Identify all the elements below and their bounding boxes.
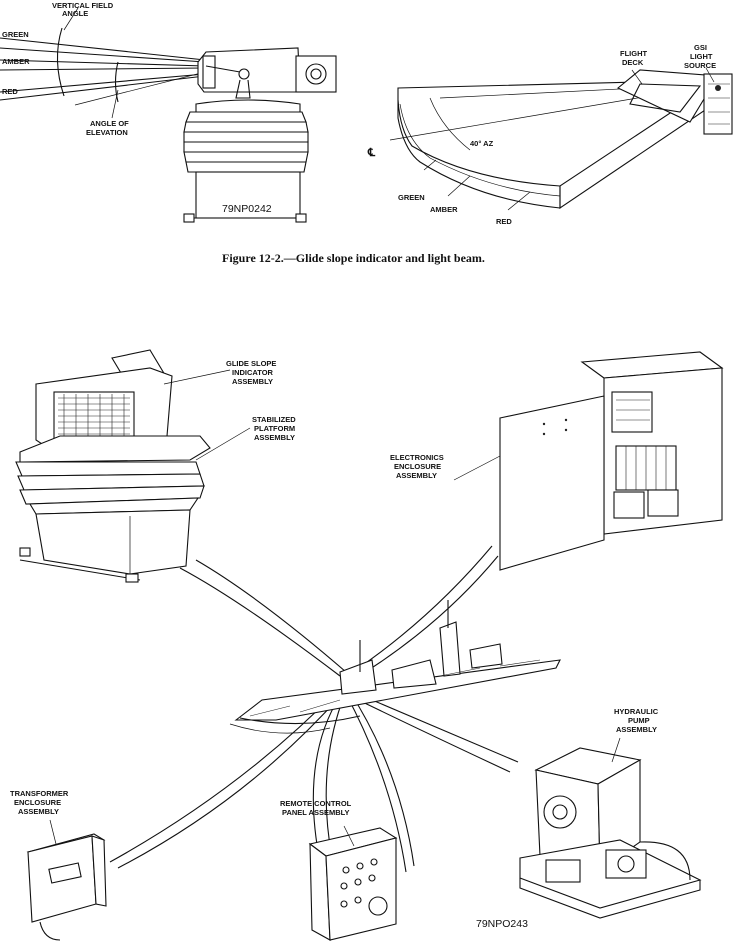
electronics-enclosure-icon	[453, 351, 724, 571]
gsi-beam-diagram: VERTICAL FIELD ANGLE GREEN AMBER RED ANG…	[0, 1, 337, 223]
label-vertical-field-angle-1: VERTICAL FIELD	[52, 1, 114, 10]
label-angle-of-elevation-2: ELEVATION	[86, 128, 128, 137]
label-platform-3: ASSEMBLY	[254, 433, 295, 442]
remote-control-panel-icon	[308, 825, 398, 941]
label-green-lower: GREEN	[398, 193, 425, 202]
label-electronics-1: ELECTRONICS	[390, 453, 444, 462]
code-79npo243: 79NPO243	[476, 918, 528, 930]
label-electronics-3: ASSEMBLY	[396, 471, 437, 480]
code-79np0242: 79NP0242	[222, 203, 272, 215]
label-green: GREEN	[2, 30, 29, 39]
label-hydraulic-2: PUMP	[628, 716, 650, 725]
swoosh-callouts	[109, 545, 519, 873]
label-amber-lower: AMBER	[430, 205, 458, 214]
label-gsi-assembly-3: ASSEMBLY	[232, 377, 273, 386]
flight-deck-icon	[616, 69, 733, 135]
transformer-enclosure-icon	[26, 819, 107, 941]
label-centerline: ℄	[367, 147, 376, 159]
label-gsi-1: GSI	[694, 43, 707, 52]
label-hydraulic-3: ASSEMBLY	[616, 725, 657, 734]
label-red-lower: RED	[496, 217, 512, 226]
deck-sector-diagram: FLIGHT DECK GSI LIGHT SOURCE 40° AZ ℄ GR…	[367, 43, 733, 226]
label-platform-1: STABILIZED	[252, 415, 296, 424]
label-flight-deck-2: DECK	[622, 58, 644, 67]
label-angle-of-elevation-1: ANGLE OF	[90, 119, 129, 128]
label-electronics-2: ENCLOSURE	[394, 462, 441, 471]
label-remote-1: REMOTE CONTROL	[280, 799, 352, 808]
gsi-assembly-icon	[15, 349, 251, 583]
hydraulic-pump-icon	[519, 737, 702, 919]
label-remote-2: PANEL ASSEMBLY	[282, 808, 350, 817]
label-gsi-assembly-1: GLIDE SLOPE	[226, 359, 276, 368]
ship-icon	[229, 600, 561, 734]
label-platform-2: PLATFORM	[254, 424, 295, 433]
label-transformer-3: ASSEMBLY	[18, 807, 59, 816]
figure-caption: Figure 12-2.—Glide slope indicator and l…	[222, 251, 485, 265]
label-40-az: 40° AZ	[470, 139, 494, 148]
label-red: RED	[2, 87, 18, 96]
label-amber: AMBER	[2, 57, 30, 66]
label-gsi-2: LIGHT	[690, 52, 713, 61]
label-transformer-1: TRANSFORMER	[10, 789, 69, 798]
gsi-head-icon	[197, 47, 337, 99]
label-transformer-2: ENCLOSURE	[14, 798, 61, 807]
label-gsi-assembly-2: INDICATOR	[232, 368, 274, 377]
bellows-icon	[183, 99, 309, 223]
label-hydraulic-1: HYDRAULIC	[614, 707, 659, 716]
label-gsi-3: SOURCE	[684, 61, 716, 70]
label-flight-deck-1: FLIGHT	[620, 49, 647, 58]
label-vertical-field-angle-2: ANGLE	[62, 9, 88, 18]
